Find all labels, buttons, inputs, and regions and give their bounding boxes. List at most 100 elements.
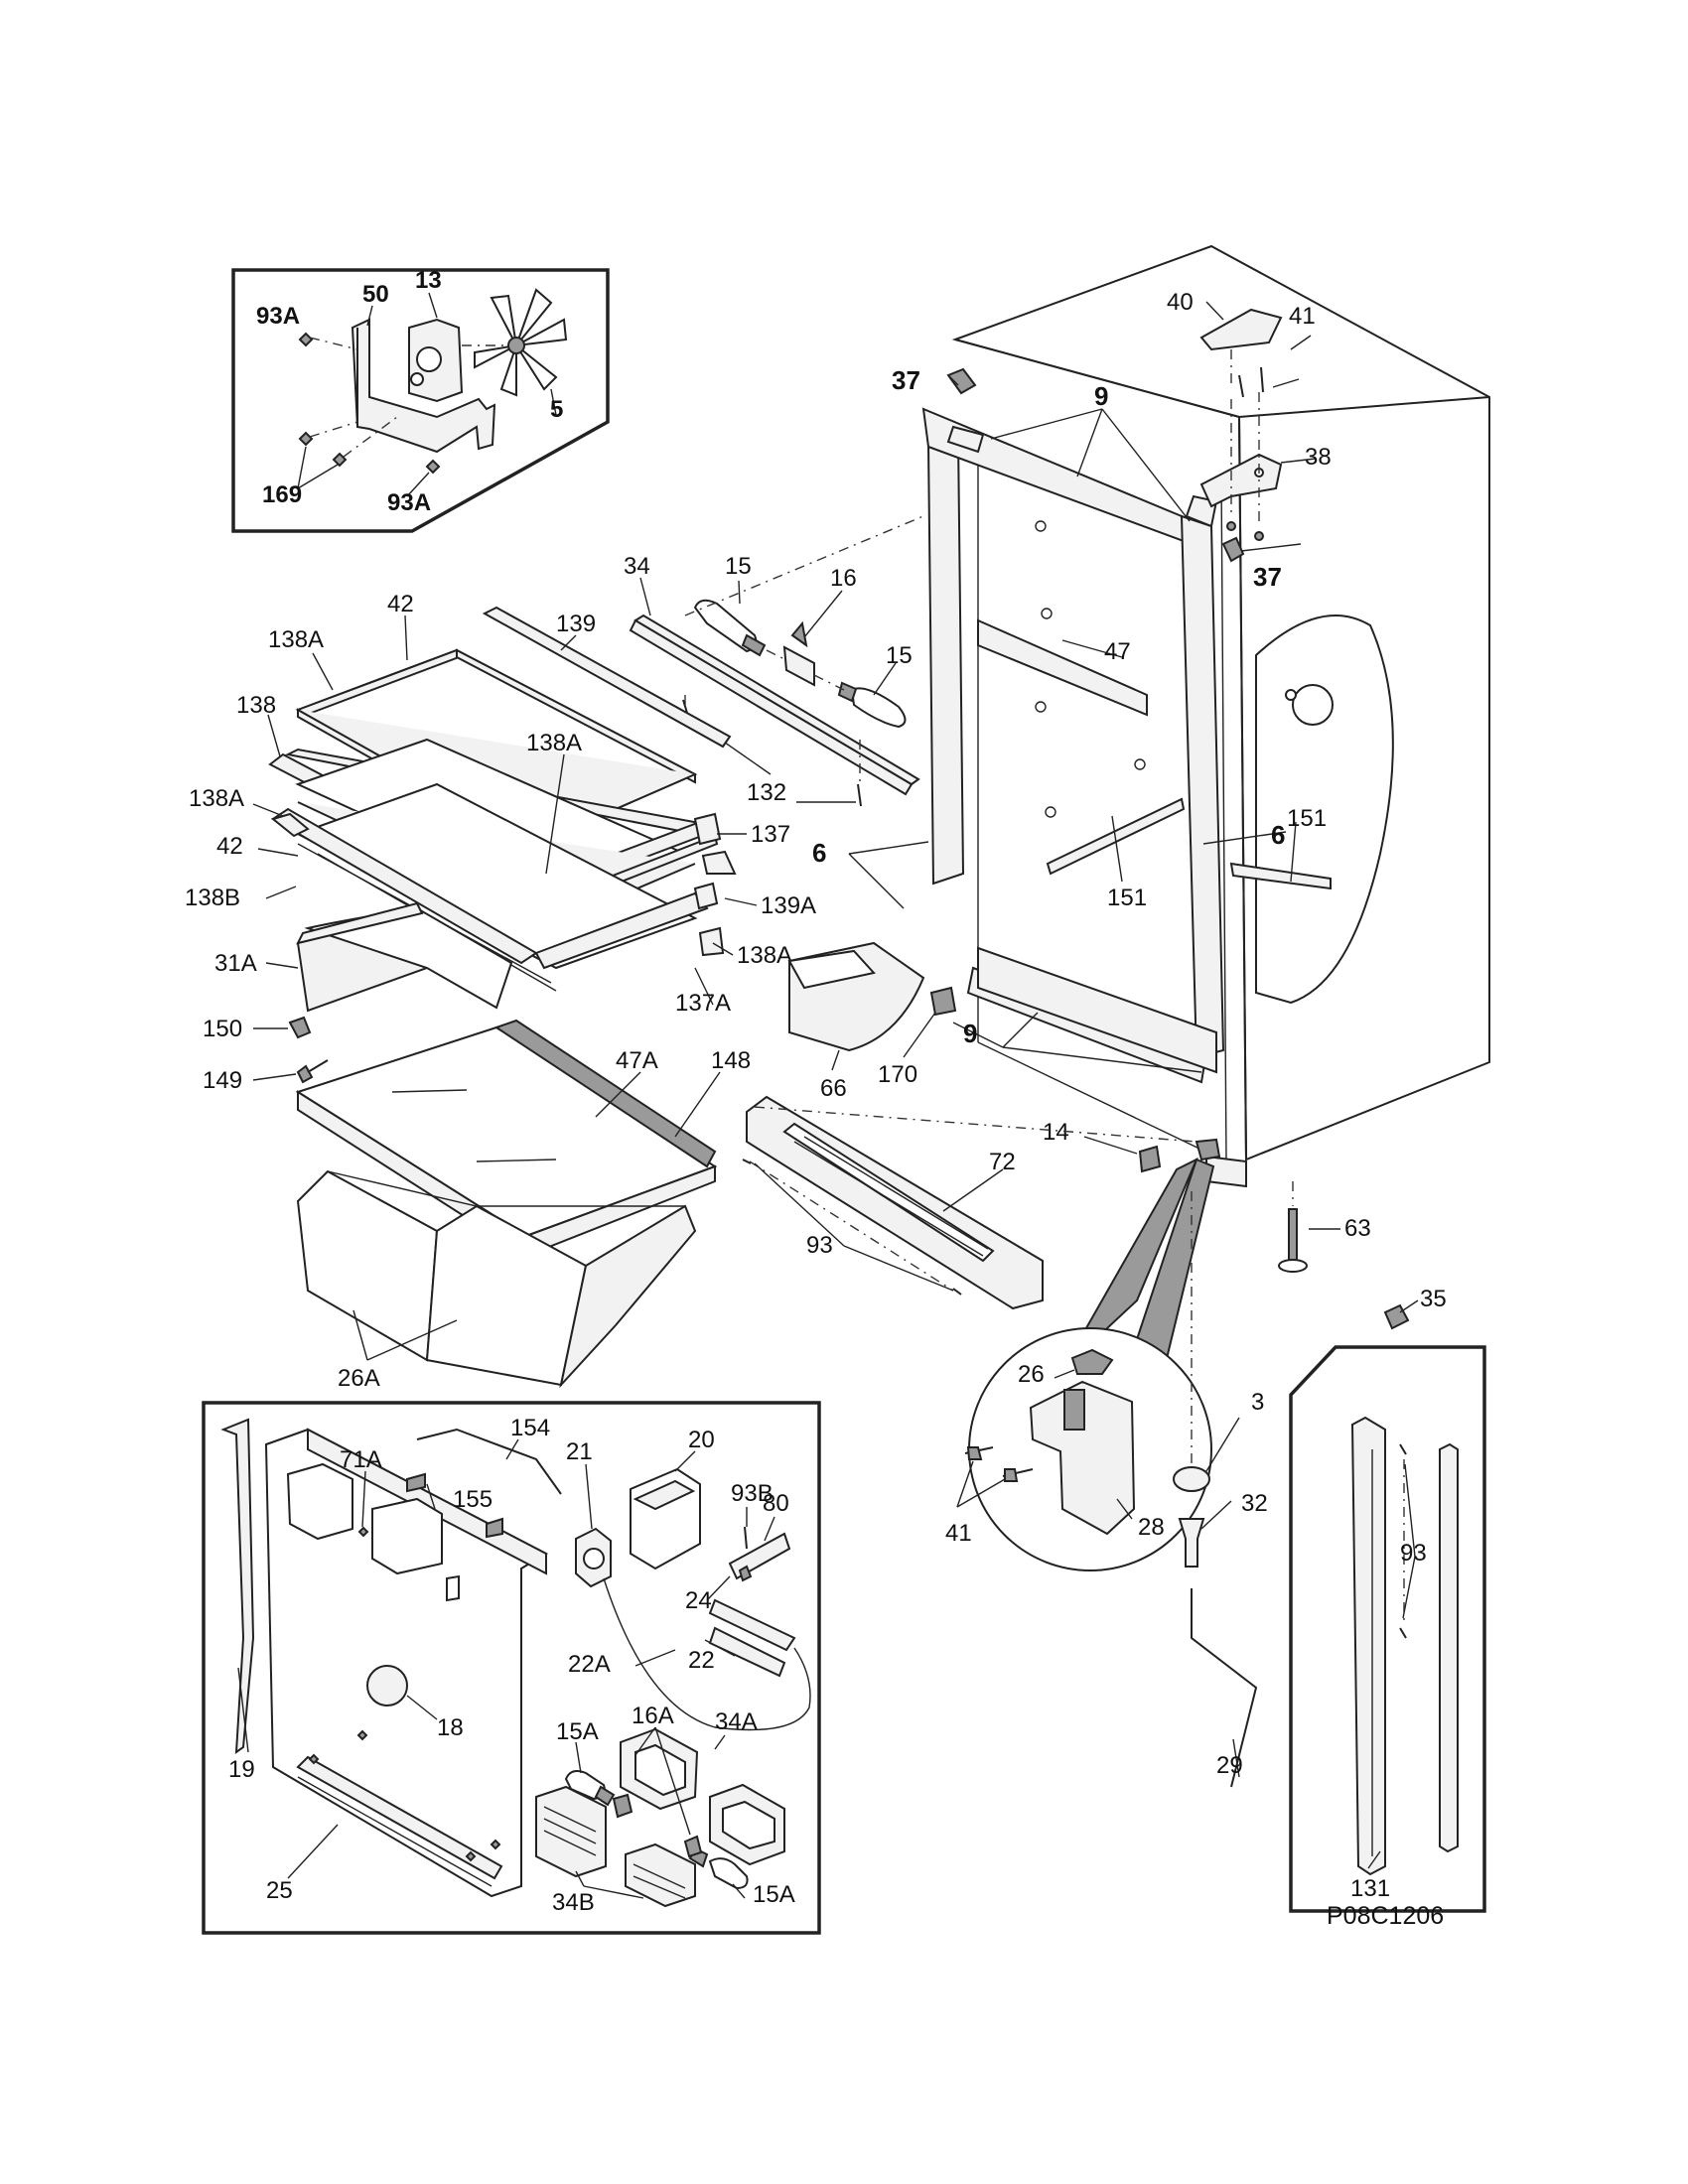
callout-40: 40 [1167,289,1194,316]
control-housing [630,1467,701,1570]
callout-22a: 22A [568,1651,611,1678]
callout-42: 42 [216,833,243,860]
callout-139: 139 [556,611,596,637]
callout-71a: 71A [340,1446,382,1473]
fan-assembly-inset: 50 13 93A 5 169 93A [231,267,610,533]
upper-light-parts: 34 15 16 15 132 [624,515,924,807]
crisper-drawer-left [296,1169,439,1362]
callout-35: 35 [1420,1286,1447,1312]
callout-93b: 93B [731,1480,774,1507]
callout-34a: 34A [715,1708,758,1735]
callout-6: 6 [1271,820,1285,850]
callout-14: 14 [1043,1119,1069,1146]
callout-3: 3 [1251,1389,1264,1416]
callout-32: 32 [1241,1490,1268,1517]
callout-26a: 26A [338,1365,380,1392]
callout-47a: 47A [616,1047,658,1074]
callout-42: 42 [387,591,414,617]
callout-132: 132 [747,779,786,806]
callout-93: 93 [806,1232,833,1259]
shelf-stack: 138A 42 139 138 138A 138A 42 137 138B 13… [185,591,816,1392]
callout-31a: 31A [214,950,257,977]
callout-151: 151 [1287,805,1327,832]
wire-harness [416,1428,562,1495]
callout-137a: 137A [675,990,731,1017]
callout-138a: 138A [737,942,792,969]
callout-19: 19 [228,1756,255,1783]
callout-41: 41 [945,1520,972,1547]
callout-9: 9 [963,1019,977,1048]
callout-151: 151 [1107,885,1147,911]
callout-18: 18 [437,1714,464,1741]
light-lens-right [625,1843,696,1908]
callout-138a: 138A [526,730,582,756]
callout-34: 34 [624,553,650,580]
middle-parts: 66 170 72 93 [742,941,1197,1310]
callout-16a: 16A [632,1703,674,1729]
callout-24: 24 [685,1587,712,1614]
callout-148: 148 [711,1047,751,1074]
callout-138b: 138B [185,885,240,911]
callout-15a: 15A [556,1718,599,1745]
callout-137: 137 [751,821,790,848]
callout-37: 37 [892,365,920,395]
cabinet-assembly: 40 41 37 9 38 37 47 151 6 6 151 9 14 63 [812,244,1490,1273]
callout-38: 38 [1305,444,1332,471]
callout-155: 155 [453,1486,492,1513]
callout-72: 72 [989,1149,1016,1175]
callout-138a: 138A [268,626,324,653]
rail-inset: 93 131 [1289,1345,1486,1913]
callout-29: 29 [1216,1752,1243,1779]
drawer-clip [288,1016,312,1039]
callout-15: 15 [886,642,913,669]
clip-170 [929,986,957,1017]
callout-170: 170 [878,1061,917,1088]
callout-93: 93 [1400,1540,1427,1567]
bottom-hinge-detail: 26 3 41 32 28 29 35 [945,1157,1447,1788]
callout-50: 50 [362,281,389,308]
callout-93a: 93A [387,489,431,516]
lamp-bulb [693,599,758,653]
callout-15a: 15A [753,1881,795,1908]
callout-150: 150 [203,1016,242,1042]
top-hinge [1199,453,1283,508]
fan-bracket [351,318,496,454]
diagram-code: P08C1206 [1327,1902,1444,1930]
callout-41: 41 [1289,303,1316,330]
callout-13: 13 [415,267,442,294]
callout-21: 21 [566,1438,593,1465]
drain-hose [1191,1588,1258,1788]
callout-25: 25 [266,1877,293,1904]
callout-16: 16 [830,565,857,592]
callout-66: 66 [820,1075,847,1102]
callout-9: 9 [1094,381,1108,411]
light-panel-inset: 71A 154 21 20 155 93B 80 24 22A 22 19 18… [202,1401,821,1935]
callout-149: 149 [203,1067,242,1094]
callout-80: 80 [763,1490,789,1517]
gasket-strip-19 [220,1418,255,1755]
door-rail-131 [1350,1416,1386,1876]
callout-28: 28 [1138,1514,1165,1541]
hinge-cap [1173,1466,1210,1492]
callout-169: 169 [262,481,302,508]
door-switch [1138,1145,1162,1173]
callout-63: 63 [1344,1215,1371,1242]
callout-93a: 93A [256,303,300,330]
callout-15: 15 [725,553,752,580]
callout-5: 5 [550,396,563,423]
door-gasket [926,435,965,886]
leveling-leg [1288,1208,1298,1262]
callout-138: 138 [236,692,276,719]
callout-37: 37 [1253,562,1282,592]
callout-139a: 139A [761,892,816,919]
hinge-pin [1178,1518,1205,1568]
callout-131: 131 [1350,1875,1390,1902]
lamp-socket [782,645,815,687]
hinge-cover [1199,308,1283,351]
callout-22: 22 [688,1647,715,1674]
callout-6: 6 [812,838,826,868]
callout-138a: 138A [189,785,244,812]
fan-blade [474,288,568,397]
callout-154: 154 [510,1415,550,1441]
bulb-15a-bottom [708,1857,749,1890]
